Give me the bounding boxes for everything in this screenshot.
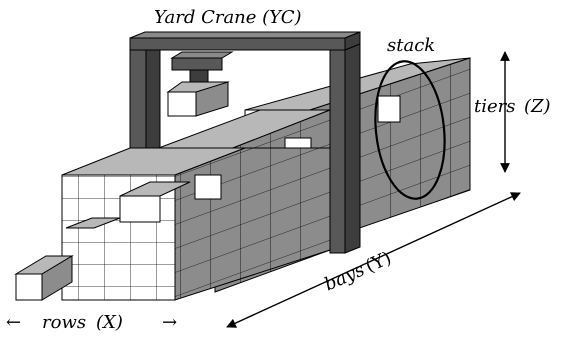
rows-arrow-left: ← (6, 312, 21, 333)
rows-arrow-right: → (162, 312, 177, 333)
rows-axis-label: (X) (96, 312, 123, 333)
tiers-axis-label: (Z) (524, 96, 551, 117)
stack-label: stack (387, 35, 435, 56)
crane-back-leg (129, 41, 161, 161)
bays-label: bays (321, 259, 368, 295)
crane-label: Yard Crane (YC) (154, 7, 302, 28)
rows-label: rows (42, 312, 86, 333)
container-block-low (14, 255, 74, 301)
tiers-label: tiers (474, 96, 515, 117)
bays-arrow (226, 192, 521, 328)
container-block-front (61, 147, 331, 301)
